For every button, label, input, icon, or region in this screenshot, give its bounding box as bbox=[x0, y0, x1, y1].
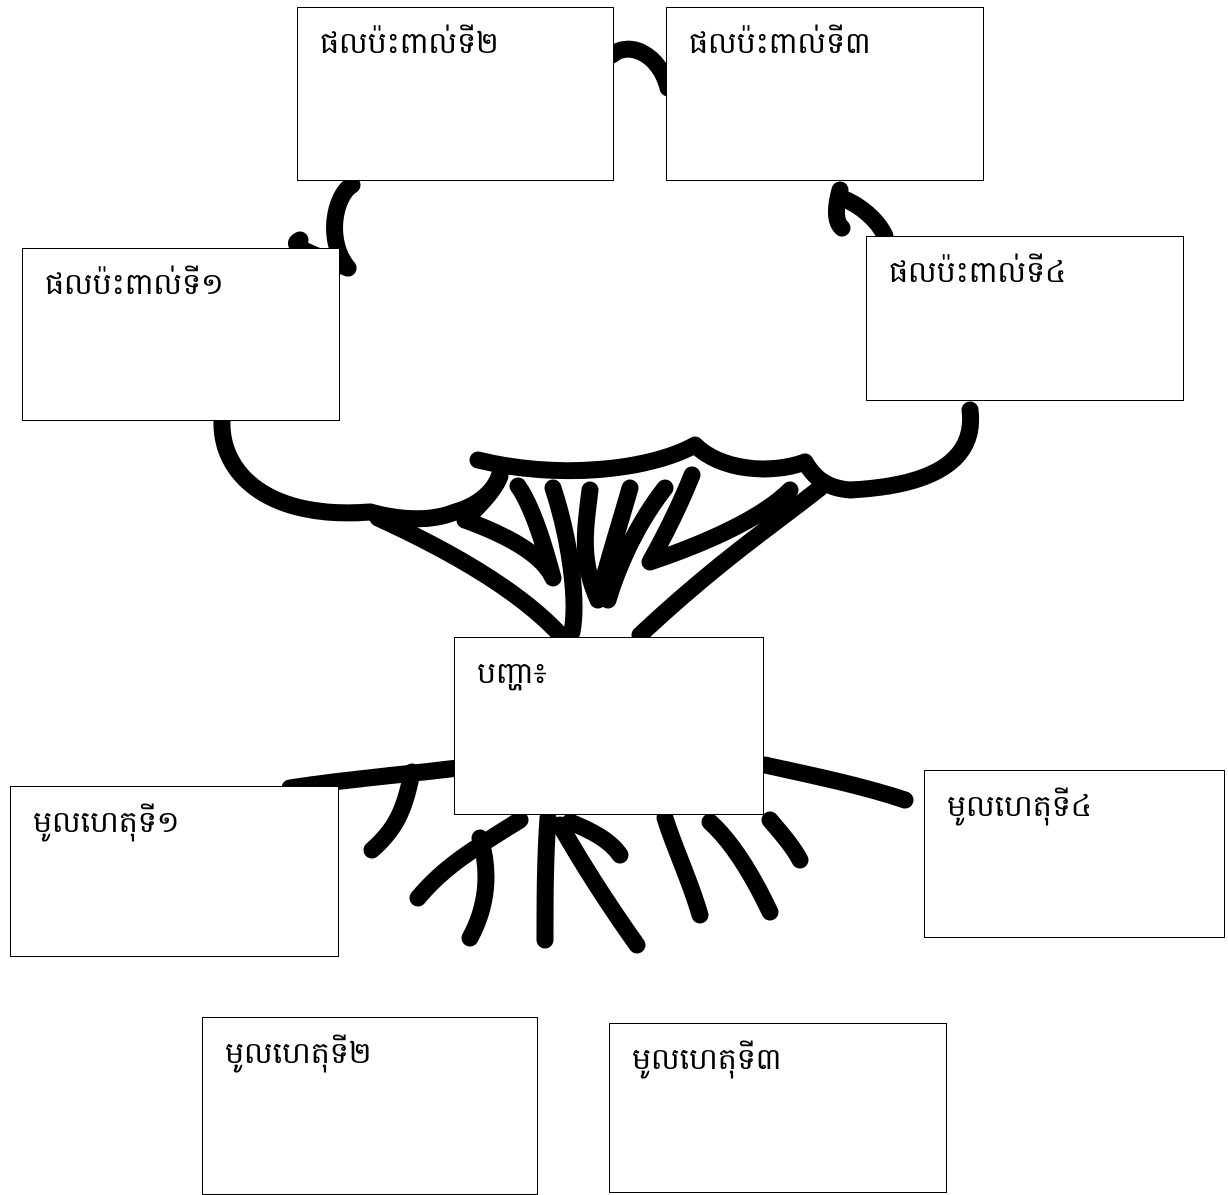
root-left-lower bbox=[409, 811, 529, 907]
root-left-sprout bbox=[461, 829, 495, 947]
cause-box-2: មូលហេតុទី២ bbox=[202, 1017, 538, 1195]
root-right-inner bbox=[656, 809, 709, 924]
trunk-left-inner2 bbox=[456, 467, 509, 529]
effect-box-1: ផលប៉ះពាល់ទី១ bbox=[22, 248, 340, 421]
effect-label-3: ផលប៉ះពាល់ទី៣ bbox=[689, 26, 871, 61]
root-center-branch bbox=[561, 813, 629, 864]
canopy-outline-right-nub bbox=[833, 189, 894, 245]
trunk-left-inner bbox=[456, 477, 562, 587]
canopy-outline-top bbox=[603, 40, 677, 97]
cause-label-3: មូលហេតុទី៣ bbox=[632, 1042, 782, 1077]
trunk-right-outer bbox=[631, 479, 829, 644]
trunk-center bbox=[576, 479, 639, 609]
trunk-left-outer bbox=[369, 509, 574, 649]
effect-box-3: ផលប៉ះពាល់ទី៣ bbox=[666, 7, 984, 181]
canopy-outline-left-lower bbox=[213, 411, 379, 522]
root-center-left bbox=[536, 809, 557, 949]
root-left-main bbox=[281, 759, 467, 797]
canopy-bottom-edge bbox=[469, 436, 814, 480]
cause-label-1: មូលហេតុទី១ bbox=[33, 805, 180, 840]
trunk-right-inner bbox=[641, 466, 799, 571]
cause-box-1: មូលហេតុទី១ bbox=[10, 786, 339, 957]
trunk-center-left bbox=[544, 479, 583, 641]
effect-label-4: ផលប៉ះពាល់ទី៤ bbox=[889, 255, 1067, 290]
root-right-main bbox=[756, 756, 914, 809]
cause-box-4: មូលហេតុទី៤ bbox=[924, 770, 1225, 938]
effect-label-2: ផលប៉ះពាល់ទី២ bbox=[320, 26, 499, 61]
problem-box: បញ្ហា៖ bbox=[454, 637, 764, 815]
effect-box-4: ផលប៉ះពាល់ទី៤ bbox=[866, 236, 1184, 401]
cause-label-2: មូលហេតុទី២ bbox=[225, 1036, 372, 1071]
root-right-inner2 bbox=[701, 813, 779, 921]
root-center bbox=[551, 816, 646, 954]
trunk-center-right bbox=[599, 479, 674, 609]
root-right-hook bbox=[761, 811, 809, 869]
cause-box-3: មូលហេតុទី៣ bbox=[609, 1023, 947, 1193]
canopy-outline-right-lower bbox=[796, 401, 980, 499]
canopy-outline-left-upper bbox=[326, 176, 361, 277]
effect-label-1: ផលប៉ះពាល់ទី១ bbox=[45, 267, 224, 302]
cause-label-4: មូលហេតុទី៤ bbox=[947, 789, 1093, 824]
effect-box-2: ផលប៉ះពាល់ទី២ bbox=[297, 7, 614, 181]
root-left-hook bbox=[363, 763, 421, 859]
problem-label: បញ្ហា៖ bbox=[477, 656, 547, 691]
